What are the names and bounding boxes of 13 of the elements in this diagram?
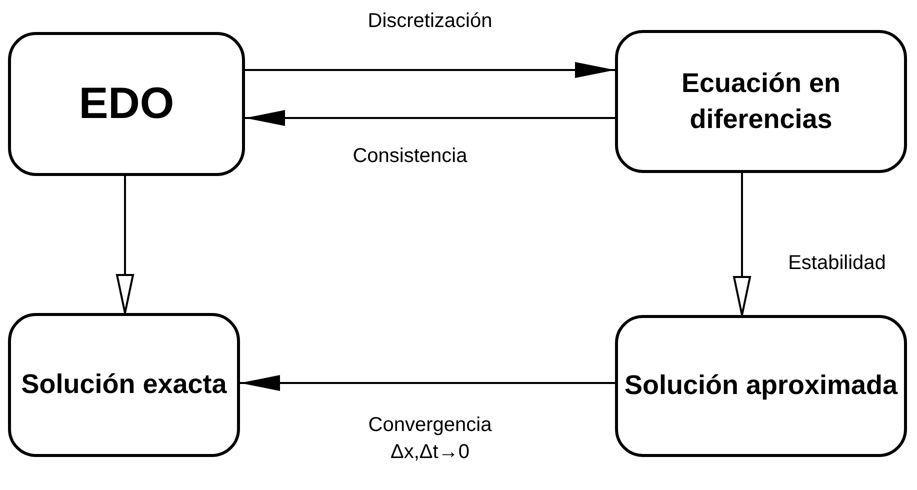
arrow [245, 110, 615, 126]
rounded-box [615, 30, 907, 173]
arrow [116, 176, 134, 314]
node-label: Solución exacta [21, 368, 227, 402]
node-label: EDO [78, 78, 174, 130]
rounded-box [8, 313, 240, 457]
arrow [733, 173, 751, 316]
rounded-box [8, 32, 245, 176]
arrow [240, 375, 615, 391]
rounded-box [615, 315, 907, 457]
node-label: Ecuación en diferencias [680, 67, 842, 136]
node-label: Solución aproximada [624, 369, 898, 402]
arrow [245, 62, 615, 78]
